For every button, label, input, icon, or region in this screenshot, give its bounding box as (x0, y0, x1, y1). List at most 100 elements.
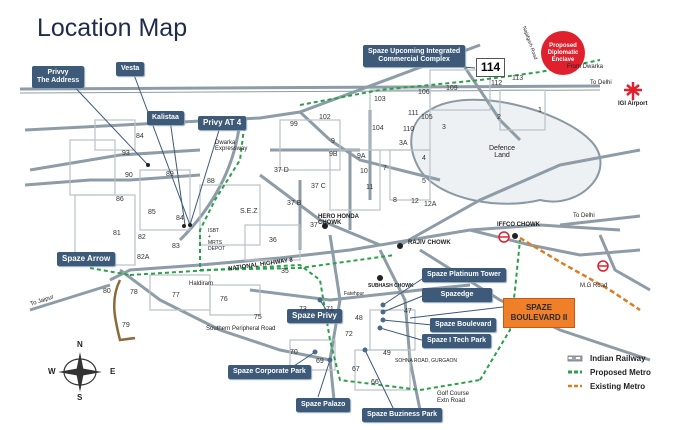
sector-12a: 12A (424, 201, 437, 208)
label-hero-honda-chowk: HERO HONDA CHOWK (318, 214, 360, 226)
sector-78: 78 (130, 289, 138, 296)
label-iffco-chowk: IFFCO CHOWK (497, 222, 540, 228)
tag-spazedge[interactable]: Spazedge (422, 288, 492, 302)
tag-spaze-palazo[interactable]: Spaze Palazo (296, 398, 351, 412)
sector-76: 76 (220, 296, 228, 303)
label-to-delhi-top: To Delhi (590, 80, 612, 86)
label-isbt: ISBT + MRTS DEPOT (208, 228, 226, 252)
sector-69: 69 (316, 358, 324, 365)
legend-symbols (567, 355, 583, 388)
loop-road (113, 279, 136, 342)
sector-9b: 9B (329, 151, 338, 158)
sector-37b: 37 B (287, 200, 302, 207)
sector-85: 85 (148, 209, 156, 216)
sector-80: 80 (103, 288, 111, 295)
sector-48: 48 (355, 315, 363, 322)
compass-icon (58, 352, 102, 392)
label-igi-airport: IGI Airport (618, 101, 648, 107)
sector-47: 47 (404, 308, 412, 315)
sector-103: 103 (374, 96, 386, 103)
sector-110: 110 (403, 126, 415, 133)
compass-w: W (48, 367, 56, 376)
tag-privy-at4[interactable]: Privy AT 4 (198, 116, 247, 130)
sector-102: 102 (319, 114, 331, 121)
tag-spaze-upcoming[interactable]: Spaze Upcoming Integrated Commercial Com… (363, 45, 466, 67)
sector-36: 36 (269, 237, 277, 244)
sector-75: 75 (254, 314, 262, 321)
sector-106: 106 (418, 89, 430, 96)
tag-spaze-boulevard[interactable]: Spaze Boulevard (430, 318, 497, 332)
tag-spaze-privy[interactable]: Spaze Privy (287, 309, 342, 323)
sector-49: 49 (383, 350, 391, 357)
sector-4: 4 (422, 155, 426, 162)
airport-plane-icon (624, 82, 642, 100)
sector-67: 67 (352, 366, 360, 373)
sector-7: 7 (383, 165, 387, 172)
sector-84: 84 (176, 215, 184, 222)
sector-113: 113 (512, 75, 524, 82)
legend-proposed-metro: Proposed Metro (590, 368, 651, 377)
existing-metro-line (519, 236, 641, 312)
sector-72: 72 (345, 331, 353, 338)
legend-existing-metro: Existing Metro (590, 382, 646, 391)
tag-pointers (67, 62, 504, 413)
diplomatic-enclave-label: Proposed Diplomatic Enclave (547, 42, 579, 63)
sector-37c: 37 C (311, 183, 326, 190)
sector-82a: 82A (137, 254, 150, 261)
label-mg-road: M.G Road (580, 283, 608, 289)
sector-105: 105 (421, 114, 433, 121)
sector-88: 88 (207, 178, 215, 185)
label-sohna-road: SOHNA ROAD, GURGAON (395, 358, 457, 364)
sector-99: 99 (290, 121, 298, 128)
sector-3: 3 (442, 124, 446, 131)
label-fatehpur: Fatehpur (344, 291, 365, 297)
sector-71: 71 (326, 306, 334, 313)
sector-66: 66 (371, 379, 379, 386)
compass-n: N (77, 340, 83, 349)
sector-5: 5 (422, 178, 426, 185)
tag-spaze-buziness-park[interactable]: Spaze Buziness Park (362, 408, 443, 422)
sector-111: 111 (408, 110, 419, 117)
legend-indian-railway: Indian Railway (590, 354, 646, 363)
landmark-points (146, 163, 518, 281)
label-defence-land: Defence Land (489, 145, 516, 159)
compass-e: E (110, 367, 116, 376)
tag-vesta[interactable]: Vesta (116, 62, 145, 76)
tag-privvy-the-address[interactable]: Privvy The Address (32, 66, 85, 88)
sector-81: 81 (113, 230, 121, 237)
sector-114-badge: 114 (476, 58, 505, 77)
page-title: Location Map (37, 14, 188, 42)
sector-89: 89 (166, 171, 174, 178)
label-from-dwarka: From Dwarka (567, 64, 604, 70)
sector-3a: 3A (399, 140, 408, 147)
sector-35: 35 (281, 268, 289, 275)
sector-37d: 37 D (274, 167, 289, 174)
label-sez: S.E.Z (240, 208, 258, 215)
label-southern-peripheral: Southern Peripheral Road (206, 326, 276, 332)
label-golf-course: Golf Course Extn Road (437, 391, 470, 404)
tag-spaze-arrow[interactable]: Spaze Arrow (57, 252, 116, 266)
label-to-delhi-right: To Delhi (573, 213, 595, 219)
sector-104: 104 (372, 125, 384, 132)
sector-112: 112 (491, 80, 503, 87)
sector-12: 12 (411, 198, 419, 205)
defence-land-area (410, 98, 602, 205)
highlight-spaze-boulevard-ii[interactable]: SPAZE BOULEVARD II (503, 298, 575, 328)
tag-spaze-corporate-park[interactable]: Spaze Corporate Park (228, 365, 311, 379)
sector-37: 37 (310, 222, 318, 229)
sector-82: 82 (138, 234, 146, 241)
sector-8: 8 (393, 197, 397, 204)
sector-1: 1 (538, 107, 542, 114)
compass-s: S (77, 393, 83, 402)
metro-station-icons (498, 231, 609, 272)
sector-90: 90 (125, 172, 133, 179)
tag-spaze-itech-park[interactable]: Spaze I Tech Park (422, 334, 492, 348)
project-points (312, 297, 386, 363)
sector-109: 109 (446, 85, 458, 92)
sector-83: 83 (172, 243, 180, 250)
tag-kalistaa[interactable]: Kalistaa (147, 111, 184, 125)
sector-11: 11 (366, 184, 374, 191)
tag-spaze-platinum-tower[interactable]: Spaze Platinum Tower (422, 268, 506, 282)
label-rajiv-chowk: RAJIV CHOWK (408, 240, 451, 246)
